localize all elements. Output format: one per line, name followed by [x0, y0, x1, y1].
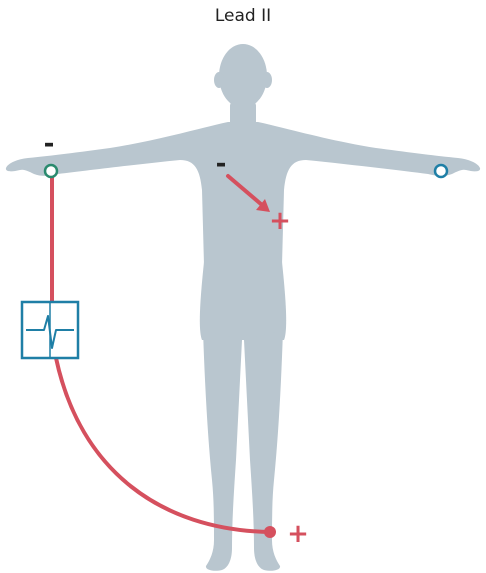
chest-positive-sign: +: [269, 206, 291, 236]
left-leg-positive-sign: +: [287, 519, 309, 549]
body-leg-left: [203, 330, 242, 571]
right-arm-negative-sign: -: [44, 129, 55, 159]
body-torso-arms: [6, 122, 480, 265]
left-leg-electrode: [264, 526, 276, 538]
body-hips: [200, 262, 286, 340]
right-arm-electrode: [45, 165, 57, 177]
chest-negative-sign: -: [216, 149, 227, 179]
body-leg-right: [244, 330, 283, 571]
body-head: [219, 44, 267, 108]
body-ear-right: [262, 72, 272, 88]
left-arm-electrode: [435, 165, 447, 177]
body-ear-left: [214, 72, 224, 88]
ecg-monitor-icon: [22, 302, 78, 358]
